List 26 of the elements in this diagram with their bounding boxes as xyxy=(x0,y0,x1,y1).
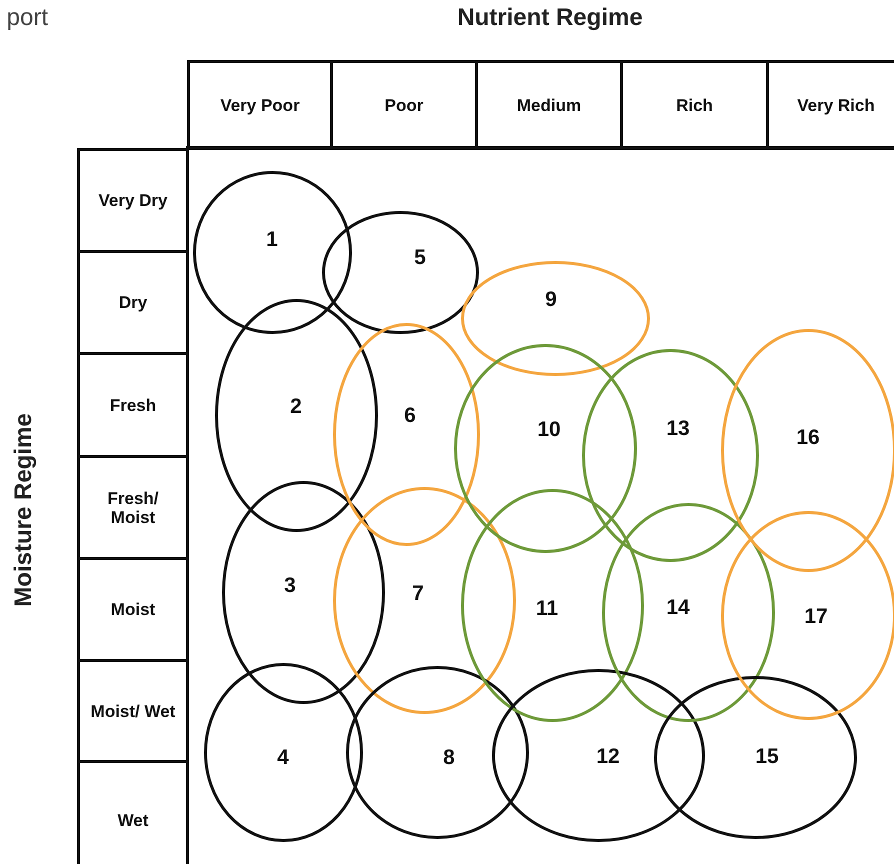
ellipse-number: 12 xyxy=(596,745,620,769)
ellipse-number: 16 xyxy=(796,426,820,450)
row-header: Very Dry xyxy=(77,148,189,253)
ellipse-number: 11 xyxy=(536,597,558,621)
ellipse-number: 9 xyxy=(545,288,557,312)
column-header: Very Poor xyxy=(187,60,333,150)
cropped-text: port xyxy=(6,4,48,33)
ellipse-number: 15 xyxy=(755,745,779,769)
ellipse-number: 14 xyxy=(666,596,690,620)
column-header: Poor xyxy=(330,60,478,150)
ellipse-number: 10 xyxy=(537,418,561,442)
ellipse-number: 7 xyxy=(412,582,424,606)
ellipse-number: 13 xyxy=(666,417,690,441)
axis-title: Moisture Regime xyxy=(10,412,38,609)
ellipse-number: 1 xyxy=(266,228,278,252)
ellipse-number: 5 xyxy=(414,246,426,270)
column-header: Rich xyxy=(620,60,769,150)
axis-title: Nutrient Regime xyxy=(456,4,644,33)
column-header: Very Rich xyxy=(766,60,894,150)
ellipse-number: 17 xyxy=(804,605,828,629)
ellipse-number: 4 xyxy=(277,746,289,770)
column-header: Medium xyxy=(475,60,623,150)
ellipse-number: 3 xyxy=(284,574,296,598)
ellipse-number: 6 xyxy=(404,404,416,428)
ellipse-number: 2 xyxy=(290,395,302,419)
ellipse-number: 8 xyxy=(443,746,455,770)
